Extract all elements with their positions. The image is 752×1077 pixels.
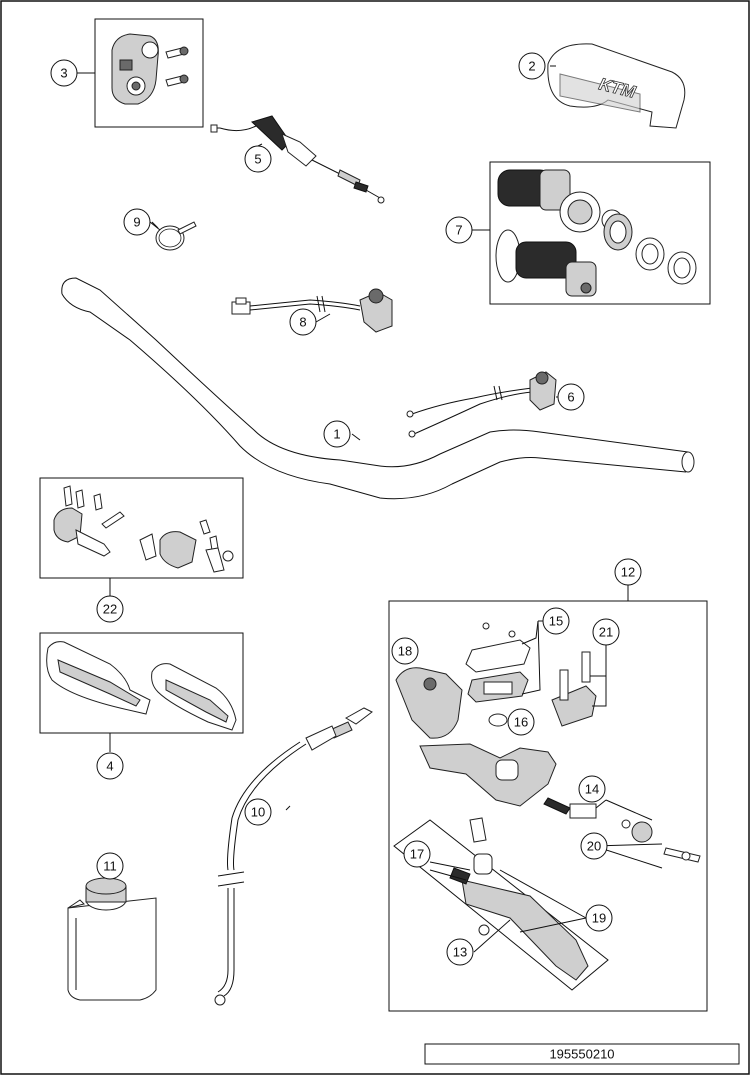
callout-2: 2 bbox=[518, 52, 546, 80]
part-2-bar-pad: KTM bbox=[547, 43, 686, 129]
svg-text:14: 14 bbox=[585, 782, 599, 797]
callout-20: 20 bbox=[580, 832, 608, 860]
part-3-throttle-housing bbox=[77, 18, 204, 128]
callout-3: 3 bbox=[50, 59, 78, 87]
part-6-switch bbox=[406, 371, 557, 438]
part-8-switch bbox=[231, 288, 393, 333]
svg-text:6: 6 bbox=[567, 390, 574, 405]
svg-text:2: 2 bbox=[528, 59, 535, 74]
svg-text:9: 9 bbox=[133, 215, 140, 230]
svg-text:4: 4 bbox=[106, 759, 113, 774]
svg-text:13: 13 bbox=[453, 945, 467, 960]
callout-16: 16 bbox=[507, 708, 535, 736]
svg-text:3: 3 bbox=[60, 66, 67, 81]
part-11-fluid-bottle bbox=[67, 877, 157, 1001]
svg-text:18: 18 bbox=[398, 644, 412, 659]
svg-text:10: 10 bbox=[251, 805, 265, 820]
callout-11: 11 bbox=[96, 852, 124, 880]
callout-12: 12 bbox=[614, 558, 642, 586]
svg-text:8: 8 bbox=[299, 315, 306, 330]
svg-text:16: 16 bbox=[514, 715, 528, 730]
part-7-grips bbox=[472, 161, 711, 305]
callout-6: 6 bbox=[557, 383, 585, 411]
svg-text:15: 15 bbox=[549, 614, 563, 629]
svg-text:21: 21 bbox=[599, 625, 613, 640]
svg-text:5: 5 bbox=[254, 152, 261, 167]
callout-5: 5 bbox=[244, 145, 272, 173]
svg-text:7: 7 bbox=[455, 223, 462, 238]
callout-9: 9 bbox=[123, 208, 151, 236]
callout-7: 7 bbox=[445, 216, 473, 244]
svg-text:1: 1 bbox=[333, 427, 340, 442]
svg-text:20: 20 bbox=[587, 839, 601, 854]
callout-19: 19 bbox=[585, 904, 613, 932]
reference-number: 195550210 bbox=[549, 1047, 614, 1062]
svg-text:11: 11 bbox=[103, 859, 117, 874]
svg-text:12: 12 bbox=[621, 565, 635, 580]
svg-text:17: 17 bbox=[410, 847, 424, 862]
callout-8: 8 bbox=[289, 308, 317, 336]
callout-22: 22 bbox=[96, 595, 124, 623]
part-22-mounting-kit bbox=[39, 477, 244, 596]
callout-13: 13 bbox=[446, 938, 474, 966]
part-1-handlebar bbox=[61, 277, 695, 500]
svg-text:22: 22 bbox=[103, 602, 117, 617]
callout-18: 18 bbox=[391, 637, 419, 665]
callout-17: 17 bbox=[403, 840, 431, 868]
callout-14: 14 bbox=[578, 775, 606, 803]
callout-15: 15 bbox=[542, 607, 570, 635]
callout-4: 4 bbox=[96, 752, 124, 780]
callout-1: 1 bbox=[323, 420, 351, 448]
part-4-handguards bbox=[39, 632, 244, 752]
callout-10: 10 bbox=[244, 798, 272, 826]
part-12-clutch-master-cylinder bbox=[388, 585, 708, 1012]
part-9-cable-tie bbox=[149, 221, 197, 251]
part-5-throttle-cable bbox=[210, 115, 385, 204]
reference-number-box: 195550210 bbox=[424, 1043, 740, 1065]
svg-text:19: 19 bbox=[592, 911, 606, 926]
callout-21: 21 bbox=[592, 618, 620, 646]
part-10-clutch-line bbox=[214, 707, 373, 1006]
